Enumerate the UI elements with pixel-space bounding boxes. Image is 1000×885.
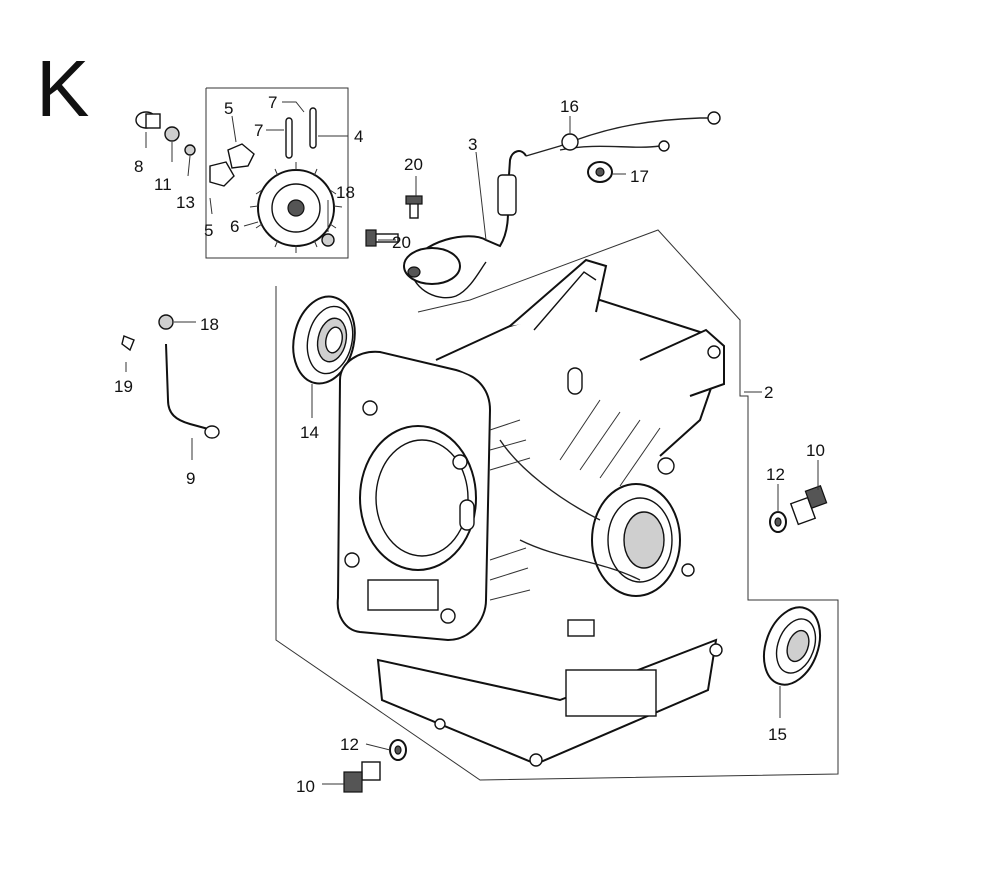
bolt-20-upper [405, 195, 423, 219]
callout-18-upper: 18 [336, 183, 355, 202]
callout-5-upper: 5 [224, 99, 233, 118]
callout-9: 9 [186, 469, 195, 488]
callout-4: 4 [354, 127, 363, 146]
callout-labels: 8 11 13 5 5 7 7 4 6 18 20 20 3 16 17 18 … [114, 93, 825, 796]
callout-15: 15 [768, 725, 787, 744]
governor-assembly-group [205, 87, 349, 259]
callout-10-bottom: 10 [296, 777, 315, 796]
callout-11: 11 [154, 175, 172, 194]
dipstick-tube-9 [121, 314, 220, 439]
governor-weights [209, 143, 255, 187]
callout-18-left: 18 [200, 315, 219, 334]
oil-seal-15 [762, 606, 822, 686]
bolt-20-lower [365, 229, 399, 247]
crankcase-body [275, 229, 839, 781]
callout-20-lower: 20 [392, 233, 411, 252]
callout-7-upper: 7 [268, 93, 277, 112]
washer-12-right [769, 511, 787, 533]
callout-7-lower: 7 [254, 121, 263, 140]
governor-shaft-parts [135, 111, 196, 156]
washer-18-a [321, 233, 335, 247]
callout-17: 17 [630, 167, 649, 186]
callout-13: 13 [176, 193, 195, 212]
callout-20-upper: 20 [404, 155, 423, 174]
washer-12-bottom [389, 739, 407, 761]
bolt-10-right [789, 485, 828, 526]
leader-lines [125, 101, 819, 785]
callout-5-lower: 5 [204, 221, 213, 240]
governor-gear [249, 162, 343, 253]
callout-2: 2 [764, 383, 773, 402]
nut-17 [587, 161, 613, 183]
bolt-10-bottom [343, 761, 381, 793]
governor-pins [285, 107, 317, 159]
section-letter: K [36, 44, 89, 133]
callout-8: 8 [134, 157, 143, 176]
callout-12-right: 12 [766, 465, 785, 484]
callout-14: 14 [300, 423, 319, 442]
callout-10-right: 10 [806, 441, 825, 460]
callout-6: 6 [230, 217, 239, 236]
callout-16: 16 [560, 97, 579, 116]
breather-tube [403, 150, 527, 299]
callout-19: 19 [114, 377, 133, 396]
bearing-14 [292, 295, 356, 385]
callout-3: 3 [468, 135, 477, 154]
callout-12-bottom: 12 [340, 735, 359, 754]
oil-alert-wire [525, 111, 721, 157]
